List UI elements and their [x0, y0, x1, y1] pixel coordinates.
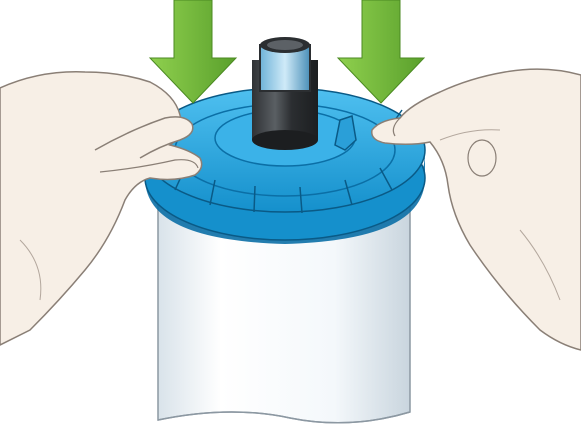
arrow-down-icon	[150, 0, 236, 103]
arrow-down-icon	[338, 0, 424, 103]
spindle-core	[252, 37, 318, 150]
